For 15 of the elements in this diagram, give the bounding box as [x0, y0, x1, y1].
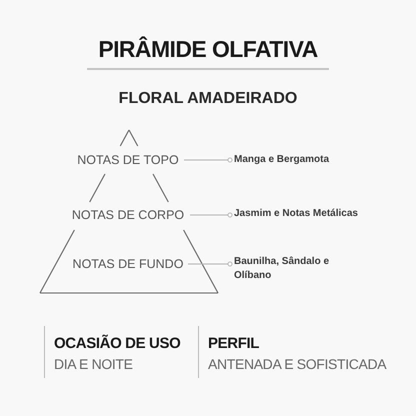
tier-label: NOTAS DE CORPO [66, 206, 190, 224]
info-value: DIA E NOITE [54, 355, 133, 374]
title: PIRÂMIDE OLFATIVA [97, 35, 319, 64]
leader-line [188, 262, 232, 266]
note-text: Manga e Bergamota [234, 153, 364, 167]
leader-line [184, 158, 232, 162]
info-value: ANTENADA E SOFISTICADA [208, 355, 386, 374]
tier-label: NOTAS DE FUNDO [68, 255, 188, 273]
note-text: Baunilha, Sândalo e Olíbano [234, 255, 334, 283]
leader-line [190, 212, 232, 218]
info-heading: OCASIÃO DE USO [54, 334, 180, 354]
info-heading: PERFIL [208, 334, 260, 354]
tier-label: NOTAS DE TOPO [72, 151, 184, 169]
note-text: Jasmim e Notas Metálicas [234, 207, 384, 221]
subtitle: FLORAL AMADEIRADO [118, 89, 298, 109]
